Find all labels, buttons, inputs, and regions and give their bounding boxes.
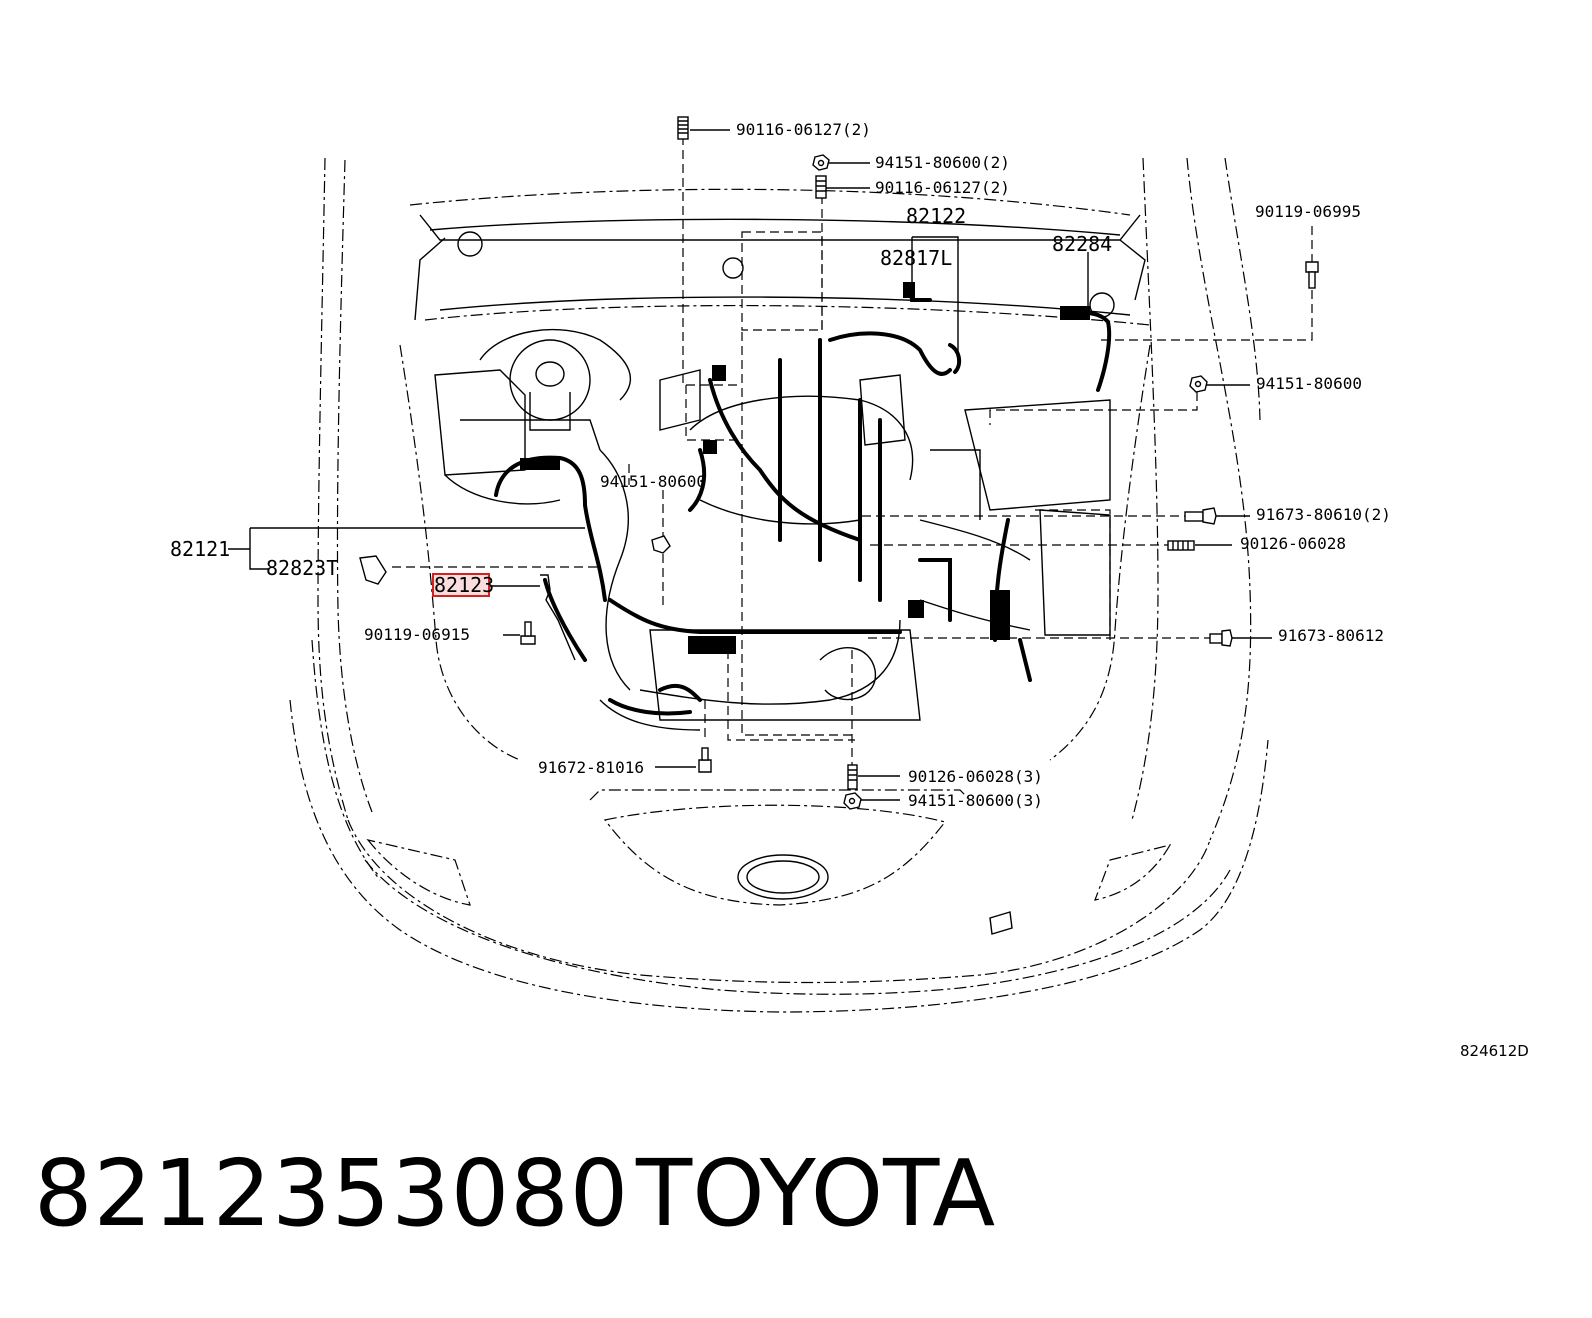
clamp-icon	[540, 574, 576, 661]
connector-icon	[359, 555, 387, 585]
label-82123: 82123	[434, 573, 494, 597]
label-91673-80612: 91673-80612	[1278, 626, 1384, 645]
nut-icon	[1189, 375, 1208, 393]
screw-icon	[1209, 629, 1233, 647]
stud-icon	[1167, 540, 1195, 551]
parts-diagram: 90116-06127(2) 94151-80600(2) 90116-0612…	[170, 116, 1529, 1060]
nut-icon	[812, 154, 830, 171]
label-94151-80600-right: 94151-80600	[1256, 374, 1362, 393]
bolt-icon	[520, 621, 536, 645]
label-82122: 82122	[906, 204, 966, 228]
label-94151-80600-center: 94151-80600	[600, 472, 706, 491]
figure-code: 824612D	[1460, 1042, 1529, 1060]
label-90119-06915: 90119-06915	[364, 625, 470, 644]
part-labels: 90116-06127(2) 94151-80600(2) 90116-0612…	[170, 120, 1391, 810]
label-90126-06028-3: 90126-06028(3)	[908, 767, 1043, 786]
label-82823t: 82823T	[266, 556, 338, 580]
label-90119-06995: 90119-06995	[1255, 202, 1361, 221]
brand-title: TOYOTA	[636, 1140, 996, 1247]
bolt-icon	[677, 116, 689, 140]
label-94151-80600-3: 94151-80600(3)	[908, 791, 1043, 810]
bolt-icon	[1305, 261, 1319, 289]
label-91673-80610-2: 91673-80610(2)	[1256, 505, 1391, 524]
bolt-icon	[815, 175, 827, 199]
leader-lines	[228, 129, 1313, 801]
engine-bay-drawing	[414, 214, 1146, 731]
label-82817l: 82817L	[880, 246, 952, 270]
fastener-icons	[359, 116, 1319, 810]
wire-harness	[494, 282, 1112, 716]
screw-icon	[1184, 507, 1217, 525]
label-90116-06127-2: 90116-06127(2)	[736, 120, 871, 139]
label-94151-80600-2: 94151-80600(2)	[875, 153, 1010, 172]
highlight-box	[432, 573, 490, 597]
part-number-title: 8212353080	[34, 1140, 630, 1247]
stud-icon	[847, 764, 858, 790]
label-91672-81016: 91672-81016	[538, 758, 644, 777]
nut-icon	[843, 792, 862, 810]
car-body-outline	[289, 157, 1269, 1013]
label-90126-06028: 90126-06028	[1240, 534, 1346, 553]
engine-outline-dashed	[685, 231, 1111, 741]
label-82284: 82284	[1052, 232, 1112, 256]
bolt-icon	[698, 747, 712, 773]
label-82121: 82121	[170, 537, 230, 561]
grommet-icon	[651, 535, 671, 554]
label-90116-06127-2b: 90116-06127(2)	[875, 178, 1010, 197]
